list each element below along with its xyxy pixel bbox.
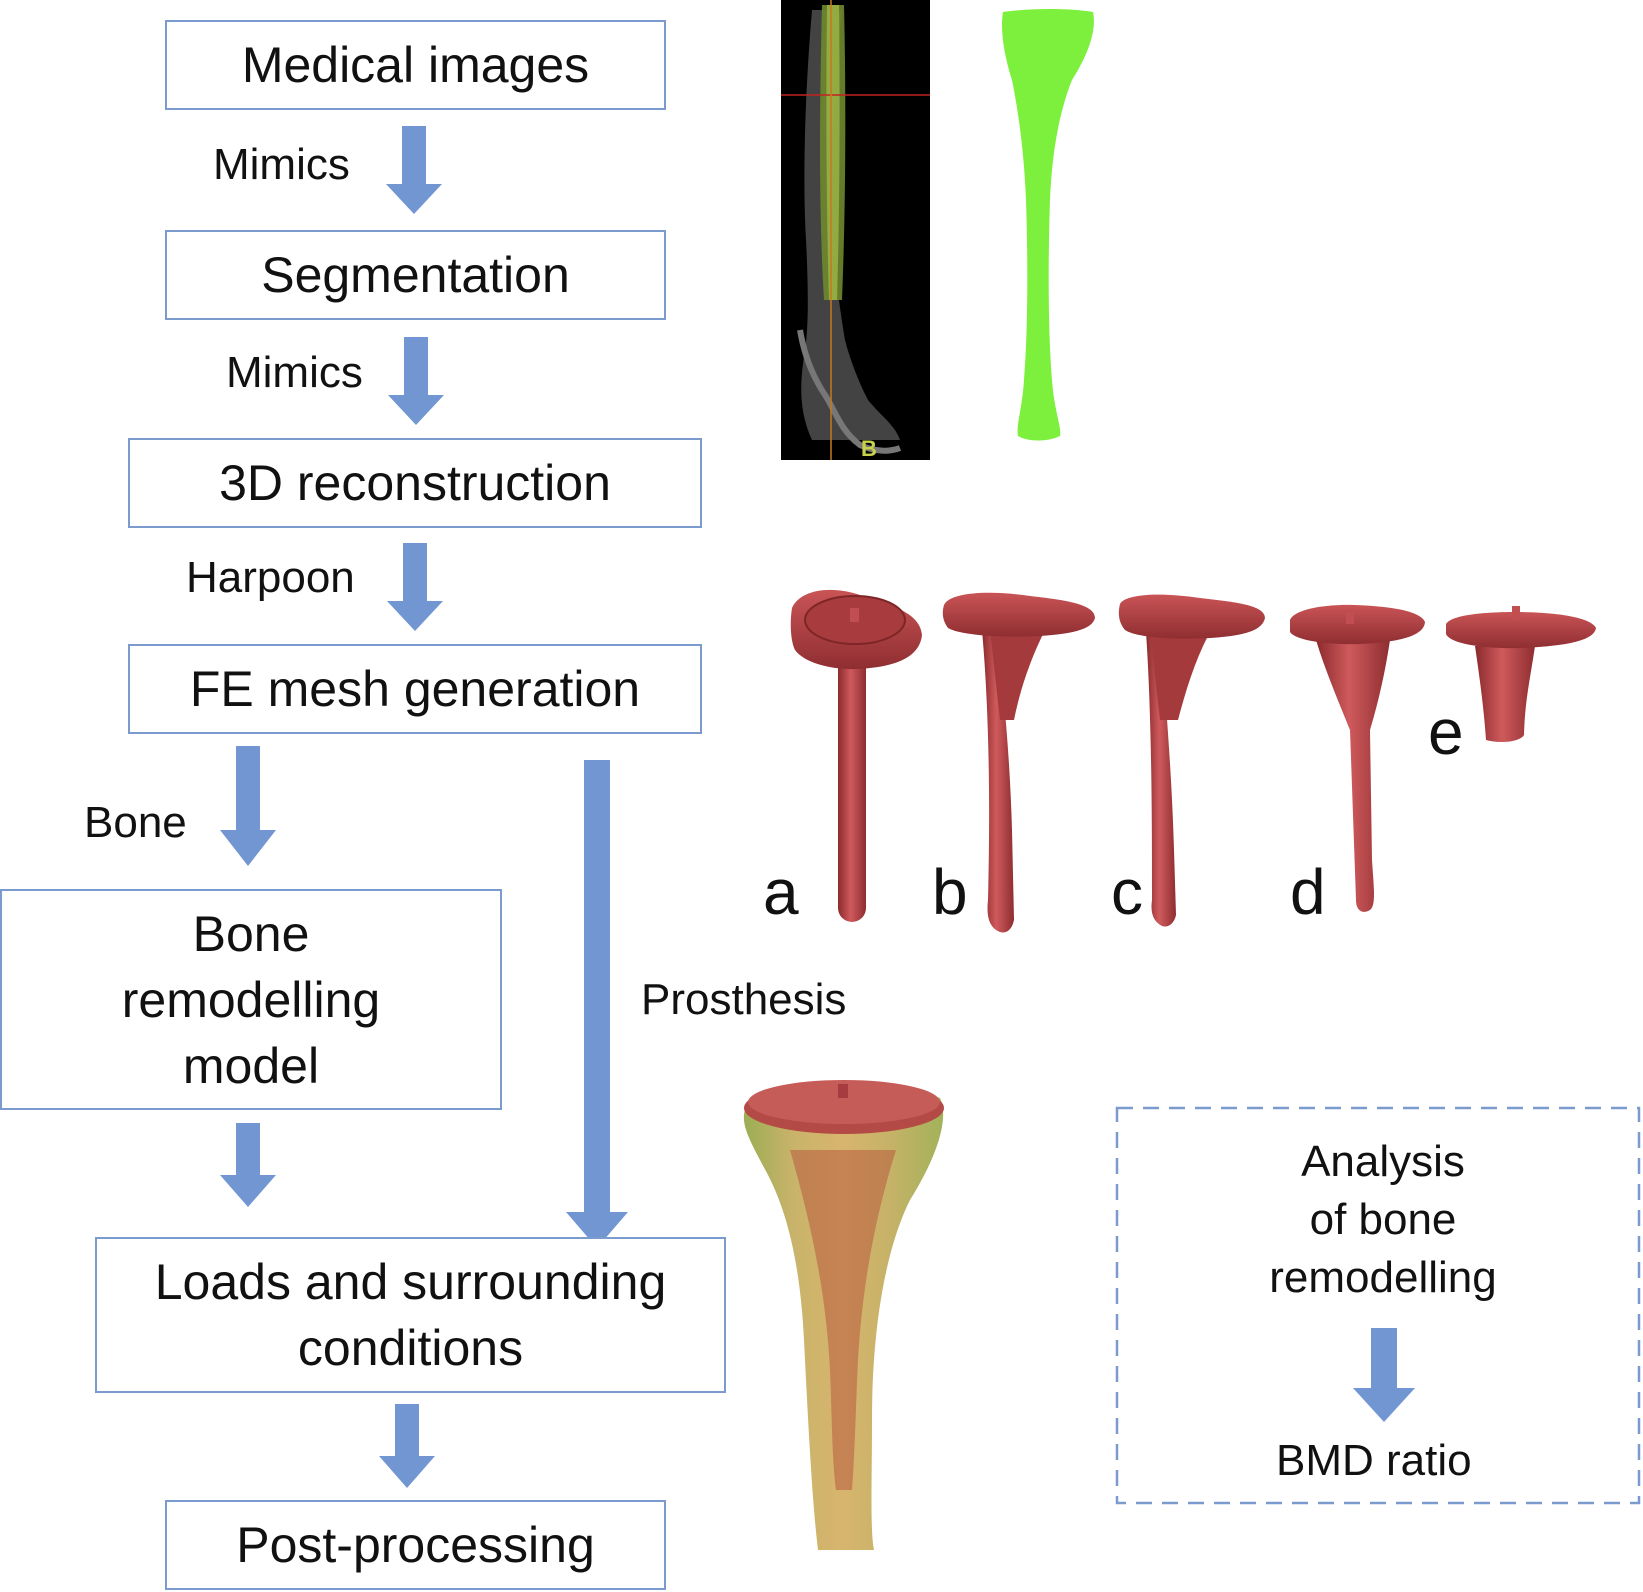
- fe-mesh-label: FE mesh generation: [189, 661, 641, 717]
- bone-edge-label: Bone: [84, 798, 187, 847]
- prosthesis-c: [1118, 594, 1265, 927]
- analysis-line-3: remodelling: [1269, 1253, 1497, 1302]
- arrow-analysis-to-bmd: [1353, 1328, 1415, 1422]
- post-processing-box: Post-processing: [165, 1500, 666, 1590]
- prosthesis-d: [1290, 604, 1425, 912]
- prosthesis-e: [1446, 606, 1596, 743]
- ct-scan-image: [781, 0, 930, 460]
- variant-label-c: c: [1111, 856, 1143, 928]
- arrow-mimics-1: [386, 126, 442, 214]
- arrow-harpoon: [387, 543, 443, 631]
- segmentation-label: Segmentation: [261, 247, 570, 303]
- reconstruction-box: 3D reconstruction: [128, 438, 702, 528]
- arrow-bone: [220, 746, 276, 866]
- arrow-remodel-to-loads: [220, 1123, 276, 1207]
- bmd-ratio-label: BMD ratio: [1276, 1436, 1472, 1485]
- segmentation-box: Segmentation: [165, 230, 666, 320]
- arrow-loads-to-post: [379, 1404, 435, 1488]
- post-processing-label: Post-processing: [236, 1517, 595, 1573]
- bone-remodelling-line-2: remodelling: [121, 971, 381, 1028]
- analysis-title: Analysis of bone remodelling: [1200, 1133, 1566, 1307]
- analysis-line-1: Analysis: [1301, 1137, 1465, 1186]
- analysis-frame: [1115, 1106, 1641, 1505]
- medical-images-box: Medical images: [165, 20, 666, 110]
- mimics-label-2: Mimics: [226, 348, 363, 397]
- prosthesis-b: [942, 592, 1095, 933]
- bone-remodelling-line-1: Bone: [192, 905, 310, 962]
- bone-remodelling-line-3: model: [182, 1037, 320, 1094]
- arrow-mimics-2: [388, 337, 444, 425]
- reconstruction-label: 3D reconstruction: [219, 455, 611, 511]
- bone-remodelling-box: Bone remodelling model: [0, 889, 502, 1110]
- implanted-bone-model: [743, 1080, 944, 1550]
- prosthesis-a: [790, 589, 922, 922]
- segmented-tibia: [1002, 9, 1094, 441]
- mimics-label-1: Mimics: [213, 140, 350, 189]
- prosthesis-edge-label: Prosthesis: [641, 975, 847, 1024]
- loads-box: Loads and surrounding conditions: [95, 1237, 726, 1393]
- fe-mesh-box: FE mesh generation: [128, 644, 702, 734]
- analysis-line-2: of bone: [1309, 1195, 1457, 1244]
- loads-line-2: conditions: [297, 1320, 524, 1376]
- medical-images-label: Medical images: [241, 37, 590, 93]
- ct-view-letter: B: [861, 436, 877, 461]
- loads-line-1: Loads and surrounding: [154, 1254, 667, 1310]
- variant-label-b: b: [932, 856, 968, 928]
- arrow-prosthesis: [566, 760, 628, 1248]
- variant-label-d: d: [1290, 856, 1326, 928]
- variant-label-a: a: [763, 856, 799, 928]
- variant-label-e: e: [1428, 696, 1464, 768]
- harpoon-label: Harpoon: [186, 553, 355, 602]
